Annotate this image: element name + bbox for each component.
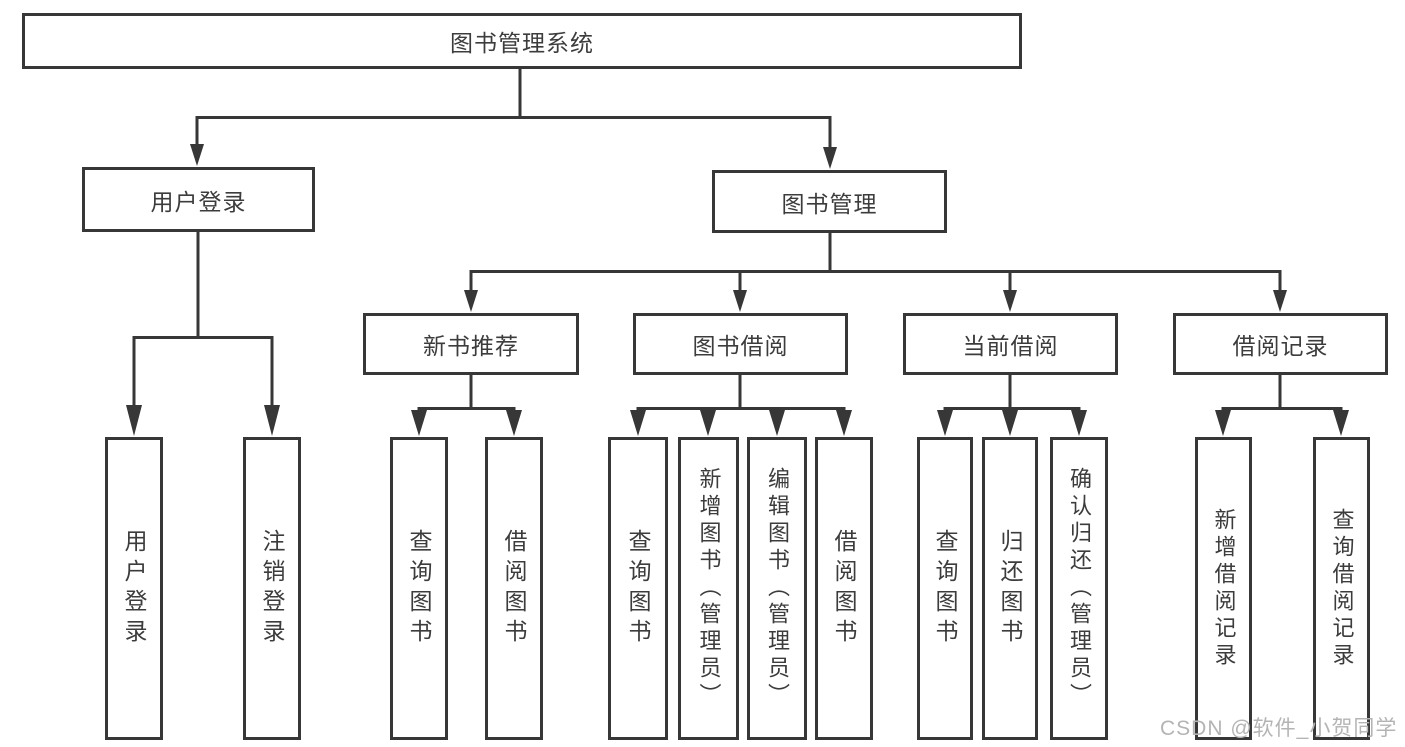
arrowhead xyxy=(1333,410,1349,436)
arrowhead xyxy=(411,410,427,436)
arrowhead xyxy=(190,144,204,166)
arrowhead xyxy=(700,410,716,436)
connector-root-to-level2 xyxy=(195,69,832,150)
node-user-login: 用户登录 xyxy=(82,167,315,232)
leaf-query-books: 查询图书 xyxy=(390,437,448,740)
node-book-management: 图书管理 xyxy=(712,170,947,233)
node-current-borrowing: 当前借阅 xyxy=(903,313,1118,375)
arrowhead xyxy=(630,410,646,436)
arrowhead xyxy=(126,405,142,436)
arrowhead xyxy=(733,290,747,312)
connector-mgmt-to-level3 xyxy=(469,233,1282,292)
node-library-management-system: 图书管理系统 xyxy=(22,13,1022,69)
node-new-book-recommendation: 新书推荐 xyxy=(363,313,579,375)
connector-records-to-leaves xyxy=(1221,375,1343,415)
connector-current-to-leaves xyxy=(943,375,1081,415)
connector-newbook-to-leaves xyxy=(417,375,516,415)
connector-lines xyxy=(132,69,1343,415)
leaf-user-login: 用户登录 xyxy=(105,437,163,740)
leaf-confirm-return-admin: 确认归还（管理员） xyxy=(1050,437,1108,740)
leaf-borrow-books: 借阅图书 xyxy=(815,437,873,740)
arrowhead xyxy=(1002,410,1018,436)
leaf-return-books: 归还图书 xyxy=(982,437,1038,740)
watermark: CSDN @软件_小贺同学 xyxy=(1160,717,1398,740)
leaf-add-borrow-record: 新增借阅记录 xyxy=(1195,437,1252,740)
arrowhead xyxy=(1071,410,1087,436)
node-book-borrowing: 图书借阅 xyxy=(633,313,848,375)
arrowhead xyxy=(264,405,280,436)
node-borrowing-records: 借阅记录 xyxy=(1173,313,1388,375)
leaf-add-books-admin: 新增图书（管理员） xyxy=(678,437,739,740)
leaf-borrow-books: 借阅图书 xyxy=(485,437,543,740)
connector-borrow-to-leaves xyxy=(636,375,846,415)
arrowhead xyxy=(937,410,953,436)
arrowheads xyxy=(126,144,1349,436)
arrowhead xyxy=(823,147,837,169)
leaf-query-books: 查询图书 xyxy=(917,437,973,740)
arrowhead xyxy=(1003,290,1017,312)
leaf-query-borrow-record: 查询借阅记录 xyxy=(1313,437,1370,740)
arrowhead xyxy=(769,410,785,436)
connector-login-to-leaves xyxy=(132,232,274,408)
leaf-logout: 注销登录 xyxy=(243,437,301,740)
arrowhead xyxy=(1215,410,1231,436)
arrowhead xyxy=(506,410,522,436)
leaf-query-books: 查询图书 xyxy=(608,437,668,740)
leaf-edit-books-admin: 编辑图书（管理员） xyxy=(747,437,807,740)
arrowhead xyxy=(1273,290,1287,312)
arrowhead xyxy=(836,410,852,436)
arrowhead xyxy=(464,290,478,312)
